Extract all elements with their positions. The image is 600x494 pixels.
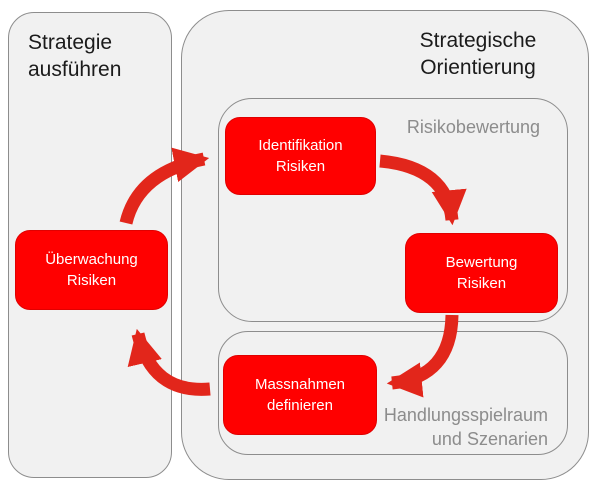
node-label-line: Risiken — [275, 158, 326, 175]
label-handlungsspielraum: Handlungsspielraum und Szenarien — [348, 403, 548, 451]
node-label-line: Identifikation — [258, 137, 343, 154]
node-label-line: Risiken — [456, 275, 507, 292]
label-handlungsspielraum-line2: und Szenarien — [431, 429, 548, 449]
node-label-line: Risiken — [66, 272, 117, 289]
node-bewertung-risiken: Bewertung Risiken — [405, 233, 558, 313]
node-label-line: Massnahmen — [254, 376, 346, 393]
left-panel-title-line2: ausführen — [28, 58, 122, 81]
right-panel-title: Strategische Orientierung — [388, 27, 568, 81]
node-label-line: definieren — [267, 397, 333, 414]
node-label-line: Bewertung — [445, 254, 518, 271]
right-panel-title-line2: Orientierung — [420, 56, 536, 79]
node-ueberwachung-risiken: Überwachung Risiken — [15, 230, 168, 310]
label-handlungsspielraum-line1: Handlungsspielraum — [383, 405, 548, 425]
left-panel-title: Strategie ausführen — [28, 29, 121, 83]
left-panel-title-line1: Strategie — [28, 31, 113, 54]
node-label-line: Überwachung — [45, 251, 138, 268]
node-bewertung-risiken-label: Bewertung Risiken — [446, 252, 518, 294]
node-ueberwachung-risiken-label: Überwachung Risiken — [45, 249, 138, 291]
node-identifikation-risiken: Identifikation Risiken — [225, 117, 376, 195]
node-identifikation-risiken-label: Identifikation Risiken — [258, 135, 342, 177]
node-massnahmen-definieren-label: Massnahmen definieren — [255, 374, 345, 416]
node-massnahmen-definieren: Massnahmen definieren — [223, 355, 377, 435]
right-panel-title-line1: Strategische — [419, 29, 537, 52]
label-risikobewertung: Risikobewertung — [406, 117, 540, 137]
